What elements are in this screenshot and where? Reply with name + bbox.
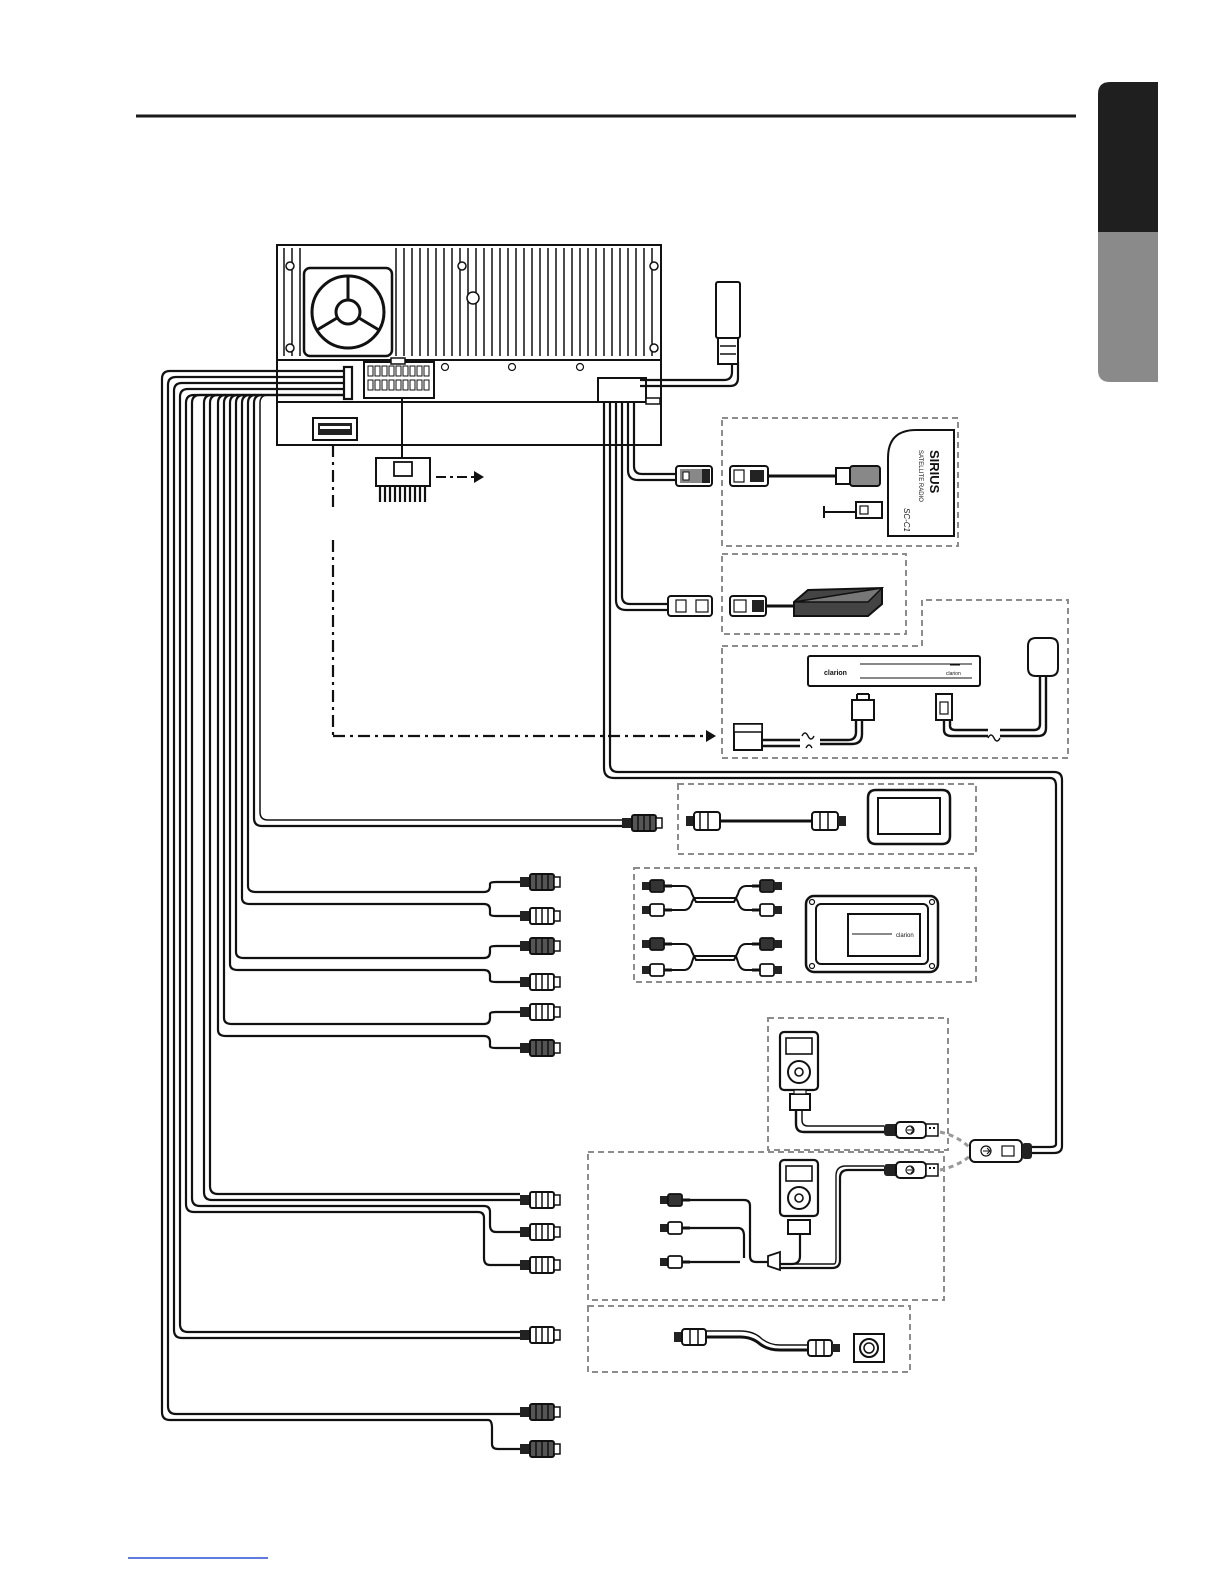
sirius-model: SC-C1 bbox=[902, 508, 911, 532]
ccbus-device bbox=[794, 588, 882, 616]
amplifier-brand: clarion bbox=[896, 933, 914, 939]
sirius-cable bbox=[676, 466, 882, 518]
antenna-plug bbox=[716, 282, 740, 364]
ipod-icon-top bbox=[780, 1032, 818, 1110]
aux-cable bbox=[674, 1329, 840, 1356]
amp-pins bbox=[642, 880, 782, 976]
ipod-icon-bottom bbox=[780, 1160, 818, 1234]
ipod-usb-cable-top bbox=[796, 1110, 938, 1138]
nav-brand: clarion bbox=[824, 670, 847, 677]
rca-plugs-left bbox=[520, 815, 662, 1457]
sirius-subtitle: SATELLITE RADIO bbox=[917, 450, 923, 502]
nav-unit: clarion clarion bbox=[808, 656, 980, 686]
amp-y-cables bbox=[672, 886, 752, 970]
nav-connectors bbox=[734, 638, 1058, 750]
ccbus-cable bbox=[668, 596, 796, 616]
language-tab-dark bbox=[1098, 82, 1158, 232]
aux-jack-icon bbox=[854, 1334, 884, 1362]
amplifier-icon: clarion bbox=[806, 896, 938, 972]
monitor-icon bbox=[868, 790, 950, 844]
nav-brand-2: clarion bbox=[946, 671, 961, 677]
sirius-tuner: SIRIUS SATELLITE RADIO SC-C1 bbox=[888, 430, 954, 536]
sirius-brand: SIRIUS bbox=[927, 450, 942, 494]
language-tab-grey bbox=[1098, 232, 1158, 382]
rca-harness bbox=[162, 367, 624, 1449]
video-cable bbox=[686, 812, 846, 830]
